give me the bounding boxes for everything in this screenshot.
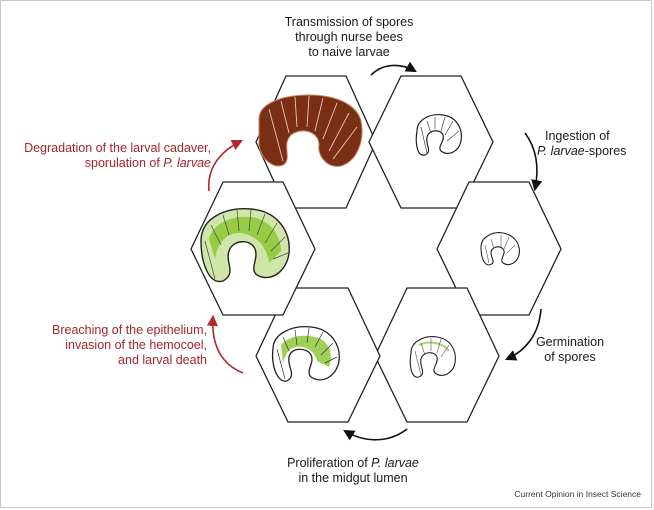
label-proliferation-species: P. larvae [371, 456, 419, 470]
larva-breaching [200, 208, 290, 283]
label-ingestion-line1: Ingestion of [545, 129, 610, 143]
larva-proliferation [271, 326, 340, 382]
label-transmission: Transmission of spores through nurse bee… [269, 15, 429, 60]
label-ingestion-species: P. larvae [537, 144, 585, 158]
arrow-ingestion-to-early [524, 132, 543, 192]
label-degradation-line2: sporulation of P. larvae [5, 156, 211, 171]
larva-germination [409, 336, 456, 378]
larva-early [480, 232, 520, 266]
label-germination: Germination of spores [525, 335, 615, 365]
label-proliferation: Proliferation of P. larvae in the midgut… [273, 456, 433, 486]
label-degradation: Degradation of the larval cadaver, sporu… [5, 141, 211, 171]
label-ingestion-rest: -spores [584, 144, 627, 158]
arrow-early-to-germination [504, 308, 542, 361]
arrow-germination-to-proliferation [343, 428, 408, 441]
arrow-proliferation-to-breaching [206, 314, 244, 374]
hexagon-early-larva [436, 181, 562, 316]
label-proliferation-line1: Proliferation of P. larvae [273, 456, 433, 471]
label-transmission-line3: to naive larvae [308, 45, 390, 59]
label-degradation-species: P. larvae [163, 156, 211, 170]
label-breaching: Breaching of the epithelium, invasion of… [7, 323, 207, 368]
label-germination-line2: of spores [544, 350, 596, 364]
label-breaching-line3: and larval death [118, 353, 207, 367]
label-germination-line1: Germination [535, 335, 605, 349]
arrow-transmission-to-ingestion [370, 61, 417, 76]
label-transmission-line2: through nurse bees [295, 30, 403, 44]
label-proliferation-prefix: Proliferation of [287, 456, 372, 470]
arrow-breaching-to-cadaver [207, 139, 244, 192]
larva-cadaver [258, 94, 363, 167]
label-ingestion: Ingestion of P. larvae-spores [537, 129, 649, 159]
label-degradation-prefix: sporulation of [84, 156, 164, 170]
label-degradation-line1: Degradation of the larval cadaver, [24, 141, 211, 155]
label-transmission-line1: Transmission of spores [284, 15, 414, 29]
label-proliferation-line2: in the midgut lumen [298, 471, 408, 485]
journal-credit: Current Opinion in Insect Science [514, 489, 641, 499]
label-breaching-line1: Breaching of the epithelium, [52, 323, 207, 337]
label-breaching-line2: invasion of the hemocoel, [65, 338, 207, 352]
label-ingestion-line2: P. larvae-spores [537, 144, 649, 159]
larva-ingestion [415, 114, 462, 156]
